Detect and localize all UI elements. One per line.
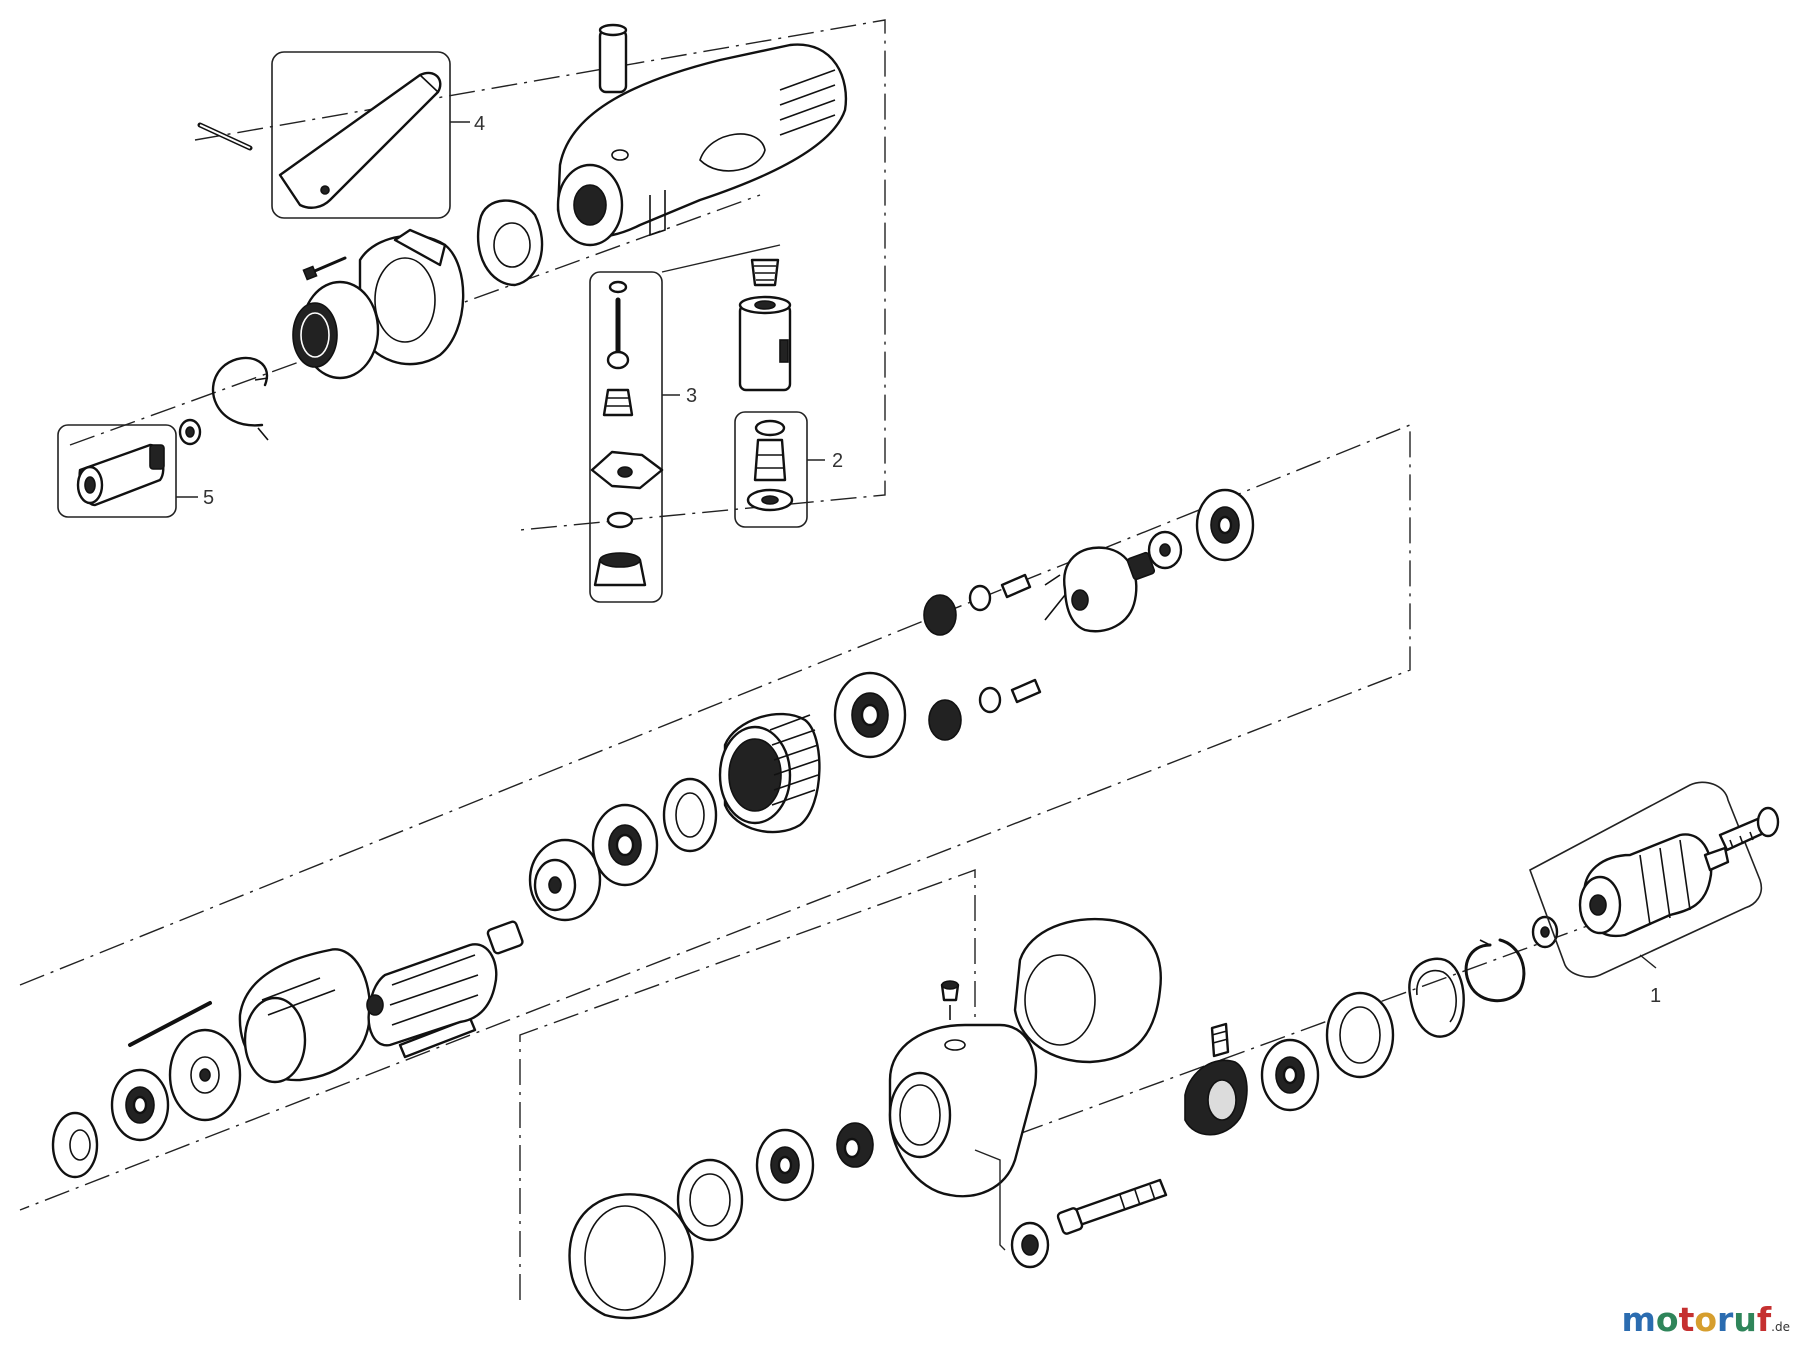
rotor-spline	[486, 920, 524, 955]
spindle-shaft	[1073, 1178, 1168, 1227]
callout-box-5	[57, 424, 177, 518]
angle-head-group	[568, 781, 1780, 1320]
watermark-letter: f	[1756, 1300, 1772, 1339]
set-screw	[308, 256, 347, 275]
planet-pin-upper	[1000, 573, 1032, 599]
valve-cap	[754, 419, 786, 437]
valve-washer	[606, 511, 634, 529]
exhaust-sleeve-top	[598, 23, 628, 37]
wave-washer	[1408, 957, 1465, 1038]
watermark-letter: o	[1694, 1300, 1718, 1339]
watermark-suffix: .de	[1771, 1320, 1790, 1334]
callout-3: 3	[686, 385, 697, 407]
regulator-dial	[476, 199, 544, 287]
housing-inlet-port	[573, 184, 607, 226]
chuck-snap-ring	[1464, 938, 1526, 1003]
end-plate-washer	[51, 1111, 99, 1179]
ring-gear-teeth	[292, 302, 338, 368]
housing-grip-window	[699, 133, 766, 172]
housing-valve-hole	[611, 149, 629, 161]
valve-spring	[602, 388, 634, 417]
cylinder-pin	[128, 1001, 212, 1047]
planet-bearing-lower	[978, 686, 1002, 714]
retaining-ring	[676, 1158, 744, 1242]
callout-labels: 1 2 3 4 5	[176, 113, 1661, 1007]
planet-bearing-upper	[968, 584, 992, 612]
motor-housing-group	[57, 23, 848, 603]
reverse-ring-tab	[393, 228, 447, 267]
motoruf-watermark-logo: motoruf.de	[1622, 1300, 1790, 1339]
callout-box-2	[734, 411, 808, 528]
assembly-center-lines	[19, 19, 1591, 1300]
housing-side-detail	[649, 190, 666, 237]
clamp-nut	[568, 1193, 694, 1320]
grip-boot	[1013, 917, 1162, 1064]
bearing-cup	[1325, 991, 1395, 1079]
housing-vent-slots	[779, 69, 836, 136]
watermark-letter: u	[1733, 1300, 1757, 1339]
callout-5: 5	[203, 487, 214, 509]
planet-carrier	[1063, 546, 1138, 633]
callout-4: 4	[474, 113, 485, 135]
exhaust-sleeve	[598, 28, 628, 94]
carrier-spline	[1126, 551, 1156, 581]
watermark-letter: o	[1655, 1300, 1679, 1339]
snap-ring	[211, 356, 269, 427]
valve-o-ring	[608, 280, 628, 294]
throttle-lever	[278, 71, 442, 209]
planet-pin-lower	[1010, 678, 1042, 704]
valve-body	[753, 438, 787, 482]
watermark-letter: t	[1678, 1300, 1695, 1339]
planet-gear-upper	[923, 594, 957, 636]
callout-2: 2	[832, 450, 843, 472]
motor-drive-group	[51, 488, 1255, 1179]
callout-box-3	[589, 271, 663, 603]
callout-box-4	[271, 51, 451, 219]
callout-1: 1	[1650, 985, 1661, 1007]
spacer-ring	[662, 777, 718, 853]
callout-box-1	[1529, 781, 1763, 978]
watermark-letter: m	[1621, 1300, 1656, 1339]
planet-gear-lower	[928, 699, 962, 741]
watermark-letter: r	[1717, 1300, 1734, 1339]
